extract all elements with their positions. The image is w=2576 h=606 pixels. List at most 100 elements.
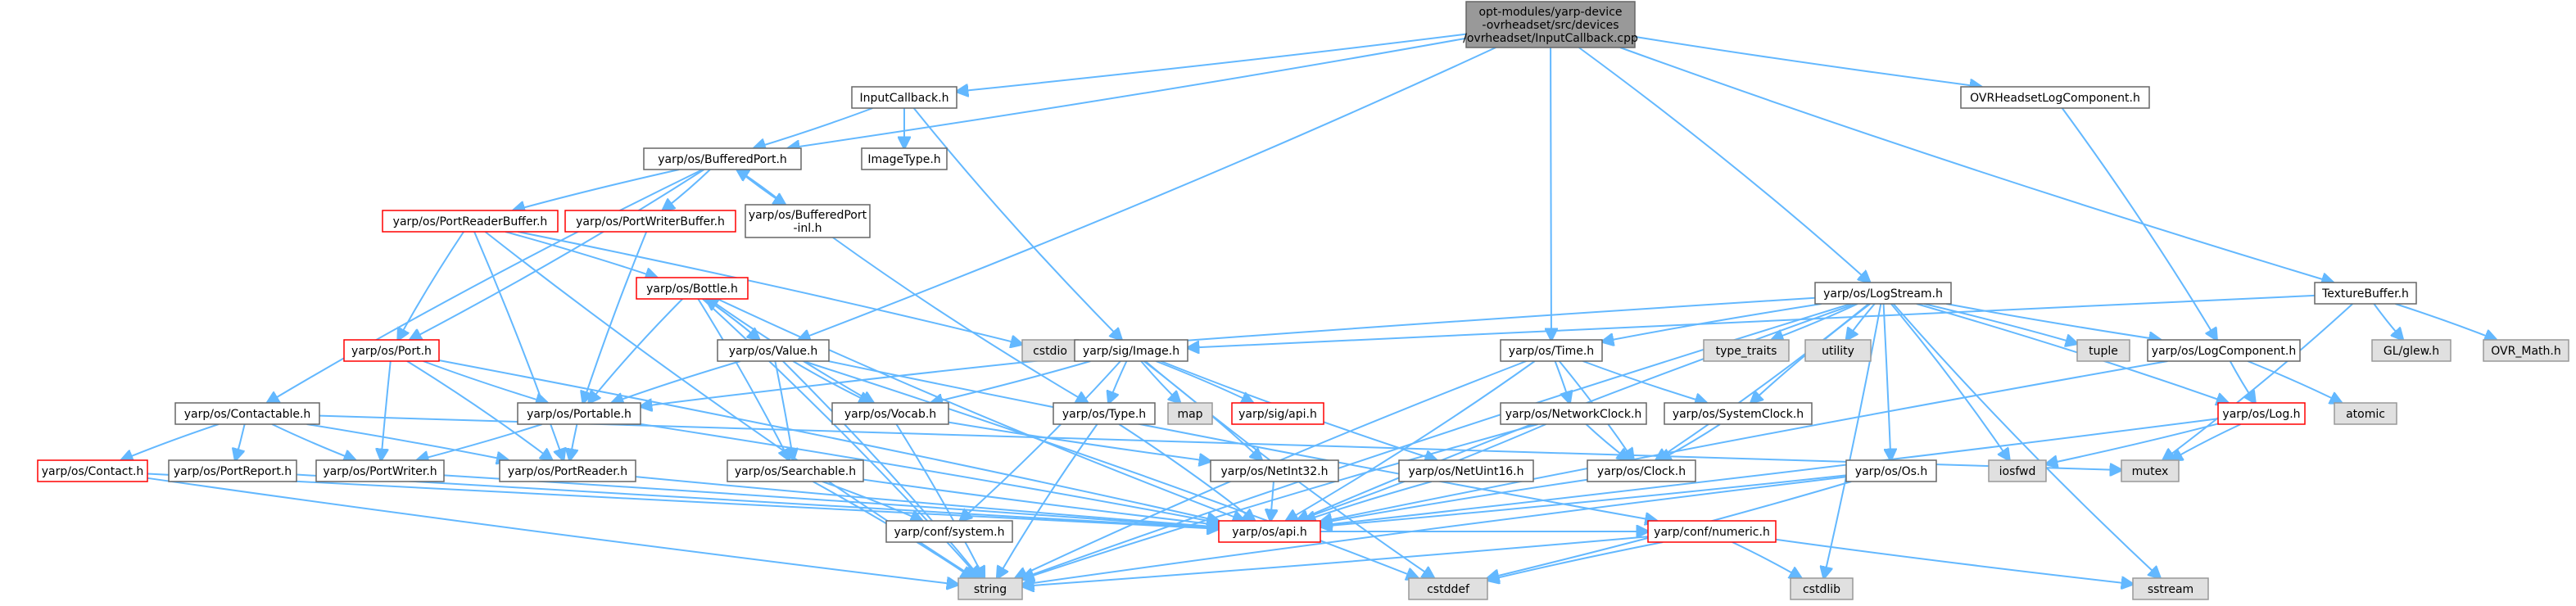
node-networkclock[interactable]: yarp/os/NetworkClock.h bbox=[1500, 402, 1647, 425]
node-glew[interactable]: GL/glew.h bbox=[2371, 339, 2452, 362]
node-utility[interactable]: utility bbox=[1804, 339, 1872, 362]
edge-logstream-to-tuple bbox=[1923, 303, 2077, 344]
node-ostime[interactable]: yarp/os/Time.h bbox=[1500, 339, 1603, 362]
node-value[interactable]: yarp/os/Value.h bbox=[717, 339, 830, 362]
edge-portreaderbuffer-to-portreader bbox=[473, 231, 564, 460]
node-logstream[interactable]: yarp/os/LogStream.h bbox=[1814, 282, 1952, 305]
node-box bbox=[315, 459, 445, 482]
node-ostype[interactable]: yarp/os/Type.h bbox=[1053, 402, 1156, 425]
node-portwriter[interactable]: yarp/os/PortWriter.h bbox=[315, 459, 445, 482]
node-iosfwd[interactable]: iosfwd bbox=[1988, 459, 2047, 482]
node-systemclock[interactable]: yarp/os/SystemClock.h bbox=[1664, 402, 1813, 425]
node-bottle[interactable]: yarp/os/Bottle.h bbox=[636, 277, 749, 300]
node-netint32[interactable]: yarp/os/NetInt32.h bbox=[1210, 459, 1339, 482]
edge-logstream-to-ostime bbox=[1602, 303, 1822, 341]
edge-netuint16-to-osapi bbox=[1304, 481, 1433, 521]
edge-sigimage-to-sigapi bbox=[1155, 360, 1253, 403]
node-contact[interactable]: yarp/os/Contact.h bbox=[37, 459, 148, 482]
node-clock[interactable]: yarp/os/Clock.h bbox=[1587, 459, 1696, 482]
node-box bbox=[343, 339, 440, 362]
node-sigimage[interactable]: yarp/sig/Image.h bbox=[1074, 339, 1188, 362]
node-label: iosfwd bbox=[1999, 465, 2036, 478]
node-texturebuffer[interactable]: TextureBuffer.h bbox=[2314, 282, 2417, 305]
node-box bbox=[717, 339, 830, 362]
node-box bbox=[1790, 577, 1854, 600]
edge-portable-to-portreader bbox=[570, 423, 577, 460]
node-box bbox=[2483, 339, 2569, 362]
node-label: yarp/sig/api.h bbox=[1238, 408, 1317, 421]
node-searchable[interactable]: yarp/os/Searchable.h bbox=[727, 459, 864, 482]
node-mutex[interactable]: mutex bbox=[2121, 459, 2180, 482]
node-box bbox=[1845, 459, 1937, 482]
node-portreaderbuffer[interactable]: yarp/os/PortReaderBuffer.h bbox=[382, 210, 559, 233]
node-portreport[interactable]: yarp/os/PortReport.h bbox=[168, 459, 297, 482]
node-box bbox=[499, 459, 636, 482]
node-imagetype[interactable]: ImageType.h bbox=[861, 147, 948, 170]
node-label: OVR_Math.h bbox=[2491, 345, 2560, 358]
edge-bufferedportinl-to-ostype bbox=[832, 237, 1088, 403]
node-box bbox=[1814, 282, 1952, 305]
node-confsystem[interactable]: yarp/conf/system.h bbox=[885, 520, 1013, 543]
node-string[interactable]: string bbox=[958, 577, 1023, 600]
node-box bbox=[1053, 402, 1156, 425]
edge-logstream-to-utility bbox=[1846, 303, 1876, 340]
edge-portreader-to-osapi bbox=[635, 476, 1219, 527]
edge-oslog-to-mutex bbox=[2171, 423, 2242, 460]
node-ovrheadsetlog[interactable]: OVRHeadsetLogComponent.h bbox=[1960, 86, 2150, 109]
node-oslog[interactable]: yarp/os/Log.h bbox=[2217, 402, 2306, 425]
node-cstdio[interactable]: cstdio bbox=[1021, 339, 1079, 362]
node-label: yarp/conf/system.h bbox=[894, 526, 1005, 539]
edge-logstream-to-clock bbox=[1656, 303, 1869, 460]
node-netuint16[interactable]: yarp/os/NetUint16.h bbox=[1398, 459, 1534, 482]
edge-logcomponent-to-osapi bbox=[1320, 360, 2168, 522]
node-sigapi[interactable]: yarp/sig/api.h bbox=[1231, 402, 1324, 425]
edge-root-to-logstream bbox=[1578, 47, 1870, 283]
edge-logstream-to-logcomponent bbox=[1946, 303, 2160, 340]
edge-contactable-to-contact bbox=[121, 423, 220, 460]
edge-value-to-vocab bbox=[792, 360, 871, 403]
edge-ostime-to-systemclock bbox=[1582, 360, 1706, 403]
node-confnumeric[interactable]: yarp/conf/numeric.h bbox=[1647, 520, 1777, 543]
node-box bbox=[1587, 459, 1696, 482]
node-label: yarp/os/NetworkClock.h bbox=[1505, 408, 1642, 421]
node-box bbox=[1408, 577, 1488, 600]
node-label: yarp/os/LogComponent.h bbox=[2152, 345, 2296, 358]
node-portwriterbuffer[interactable]: yarp/os/PortWriterBuffer.h bbox=[564, 210, 736, 233]
node-sstream[interactable]: sstream bbox=[2132, 577, 2209, 600]
node-osapi[interactable]: yarp/os/api.h bbox=[1218, 520, 1321, 543]
node-root: opt-modules/yarp-device-ovrheadset/src/d… bbox=[1463, 1, 1638, 48]
node-osos[interactable]: yarp/os/Os.h bbox=[1845, 459, 1937, 482]
node-box bbox=[1074, 339, 1188, 362]
node-typetraits[interactable]: type_traits bbox=[1703, 339, 1790, 362]
node-label: yarp/conf/numeric.h bbox=[1654, 526, 1770, 539]
node-box bbox=[745, 204, 871, 238]
node-cstddef[interactable]: cstddef bbox=[1408, 577, 1488, 600]
node-portable[interactable]: yarp/os/Portable.h bbox=[517, 402, 641, 425]
node-portreader[interactable]: yarp/os/PortReader.h bbox=[499, 459, 636, 482]
node-box bbox=[1703, 339, 1790, 362]
node-contactable[interactable]: yarp/os/Contactable.h bbox=[174, 402, 320, 425]
node-box bbox=[2371, 339, 2452, 362]
node-inputcallback[interactable]: InputCallback.h bbox=[851, 86, 958, 109]
node-tuple[interactable]: tuple bbox=[2076, 339, 2130, 362]
node-box bbox=[1960, 86, 2150, 109]
node-bufferedportinl[interactable]: yarp/os/BufferedPort-inl.h bbox=[745, 204, 871, 238]
edge-portable-to-osapi bbox=[640, 423, 1219, 523]
node-atomic[interactable]: atomic bbox=[2334, 402, 2397, 425]
node-label: InputCallback.h bbox=[860, 92, 949, 105]
node-bufferedport[interactable]: yarp/os/BufferedPort.h bbox=[643, 147, 802, 170]
node-map[interactable]: map bbox=[1167, 402, 1213, 425]
node-box bbox=[1988, 459, 2047, 482]
edge-sigimage-to-confsystem bbox=[960, 360, 1121, 521]
node-cstdlib[interactable]: cstdlib bbox=[1790, 577, 1854, 600]
edge-vocab-to-string bbox=[895, 423, 984, 578]
node-port[interactable]: yarp/os/Port.h bbox=[343, 339, 440, 362]
node-logcomponent[interactable]: yarp/os/LogComponent.h bbox=[2147, 339, 2301, 362]
node-label: yarp/os/Vocab.h bbox=[844, 408, 936, 421]
node-ovrmath[interactable]: OVR_Math.h bbox=[2483, 339, 2569, 362]
edge-searchable-to-confsystem bbox=[822, 481, 922, 521]
edge-netint32-to-osapi bbox=[1270, 481, 1274, 521]
node-label: yarp/os/Portable.h bbox=[527, 408, 632, 421]
node-vocab[interactable]: yarp/os/Vocab.h bbox=[831, 402, 949, 425]
edge-confnumeric-to-sstream bbox=[1775, 538, 2133, 585]
